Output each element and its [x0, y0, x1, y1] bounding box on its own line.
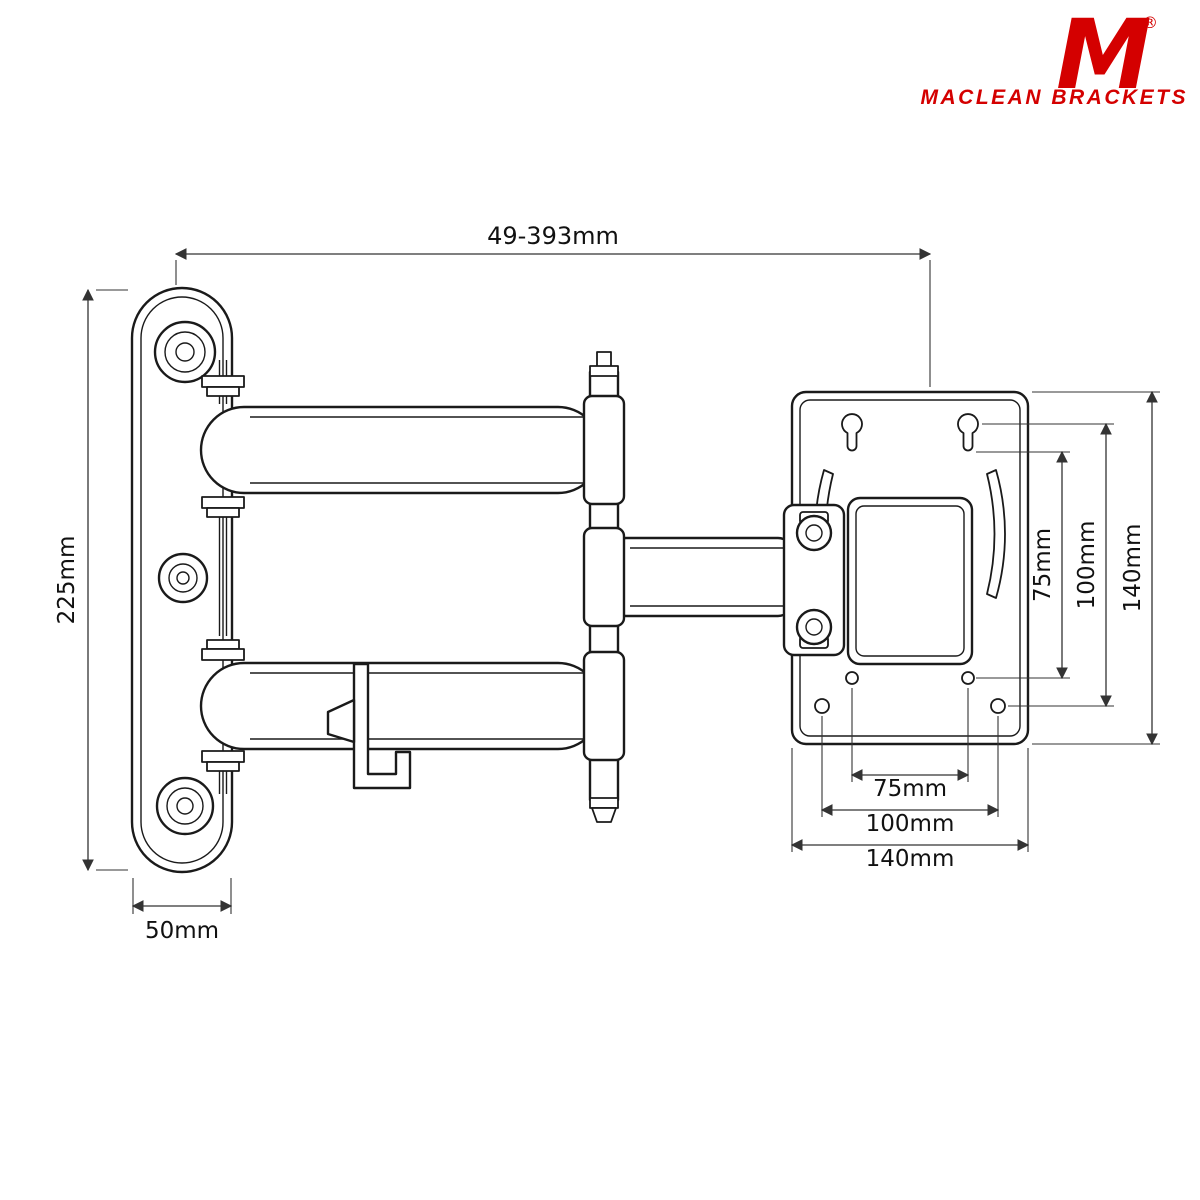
vesa-plate — [790, 390, 1030, 746]
wall-plate-inner-outline — [140, 296, 224, 864]
lower-arm — [199, 661, 603, 751]
pivot-column — [201, 360, 245, 794]
vesa-horizontal-140-label: 140mm — [866, 846, 955, 872]
dim-extension-range: 49-393mm — [174, 222, 932, 387]
vesa-vertical-140-label: 140mm — [1120, 524, 1146, 613]
upper-arm — [199, 405, 603, 495]
registered-mark: ® — [1142, 13, 1158, 32]
cable-clip — [326, 662, 412, 790]
dim-vesa-vertical-140: 140mm — [1032, 390, 1160, 746]
center-post-top-washer — [589, 365, 619, 377]
vesa-center-cutout-inner — [855, 505, 965, 657]
brand-name: MACLEAN BRACKETS — [921, 86, 1189, 109]
wall-plate-bottom-hole — [155, 776, 215, 836]
lower-arm-sleeve — [582, 650, 626, 762]
maclean-m-icon: M — [1056, 0, 1152, 111]
pivot-washer — [201, 750, 245, 763]
extension-arm — [582, 526, 794, 628]
pivot-washer — [201, 648, 245, 661]
pivot-washer — [206, 761, 240, 772]
wall-plate-height-label: 225mm — [54, 536, 80, 625]
wall-plate-width-label: 50mm — [145, 918, 219, 944]
vesa-center-cutout — [846, 496, 974, 666]
wall-plate-middle-hole — [157, 552, 209, 604]
dim-vesa-horizontal-75: 75mm — [850, 688, 970, 802]
upper-arm-sleeve — [582, 394, 626, 506]
extension-arm-body — [610, 536, 794, 618]
dim-vesa-horizontal-100: 100mm — [820, 716, 1000, 837]
pivot-washer — [206, 639, 240, 650]
upper-arm-body — [199, 405, 603, 495]
wall-plate-top-hole — [153, 320, 217, 384]
dim-vesa-horizontal-140: 140mm — [790, 748, 1030, 872]
hinge-top-bolt — [795, 514, 833, 552]
hinge-bottom-bolt — [795, 608, 833, 646]
vesa-vertical-100-label: 100mm — [1074, 521, 1100, 610]
vesa-vertical-75-label: 75mm — [1030, 528, 1056, 602]
dim-wall-plate-height: 225mm — [54, 288, 128, 872]
extension-arm-sleeve — [582, 526, 626, 628]
dim-vesa-vertical-100: 100mm — [982, 422, 1114, 708]
pivot-washer — [201, 375, 245, 388]
cable-clip-hook — [326, 698, 356, 744]
extension-range-label: 49-393mm — [487, 222, 619, 250]
vesa-hole-75-left — [845, 671, 859, 685]
vesa-curved-slot-right — [986, 469, 1006, 599]
vesa-hole-100-right — [990, 698, 1006, 714]
center-post-bottom-nut — [591, 807, 617, 823]
brand-logo: M ® MACLEAN BRACKETS — [921, 0, 1189, 111]
vesa-hole-75-right — [961, 671, 975, 685]
vesa-horizontal-100-label: 100mm — [866, 811, 955, 837]
dim-vesa-vertical-75: 75mm — [976, 450, 1070, 680]
lower-arm-body — [199, 661, 603, 751]
vesa-horizontal-75-label: 75mm — [873, 776, 947, 802]
vesa-hinge — [782, 503, 846, 657]
vesa-hole-100-left — [814, 698, 830, 714]
pivot-washer — [201, 496, 245, 509]
dim-wall-plate-width: 50mm — [131, 878, 233, 944]
pivot-washer — [206, 386, 240, 397]
center-post-bottom-washer — [589, 797, 619, 809]
pivot-washer — [206, 507, 240, 518]
